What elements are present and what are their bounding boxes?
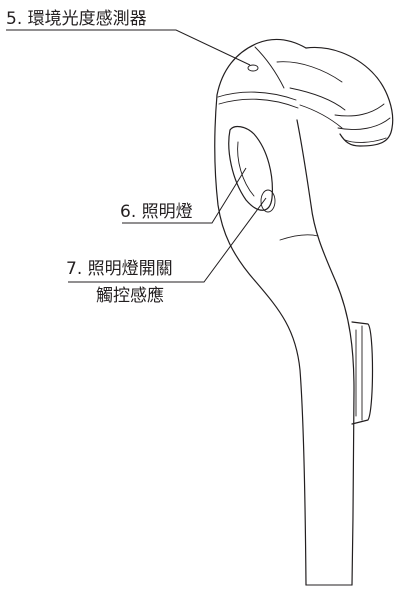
callout-5-text: 環境光度感測器 bbox=[27, 9, 147, 29]
callout-7-text: 照明燈開關 bbox=[87, 259, 173, 279]
leader-line-5 bbox=[6, 29, 251, 66]
callout-6-label: 6. 照明燈 bbox=[120, 202, 193, 222]
callout-6-number: 6. bbox=[120, 202, 137, 222]
leader-line-6 bbox=[122, 167, 247, 224]
callout-6-text: 照明燈 bbox=[141, 202, 193, 222]
callout-5-number: 5. bbox=[6, 9, 23, 29]
callout-7-label: 7. 照明燈開關 bbox=[66, 259, 173, 279]
leader-line-7 bbox=[68, 197, 267, 283]
callout-7-number: 7. bbox=[66, 259, 83, 279]
callout-7-label-line2: 觸控感應 bbox=[96, 286, 164, 306]
device-handle bbox=[214, 38, 394, 586]
callout-5-label: 5. 環境光度感測器 bbox=[6, 9, 147, 29]
callout-7-text-line2: 觸控感應 bbox=[96, 286, 164, 306]
